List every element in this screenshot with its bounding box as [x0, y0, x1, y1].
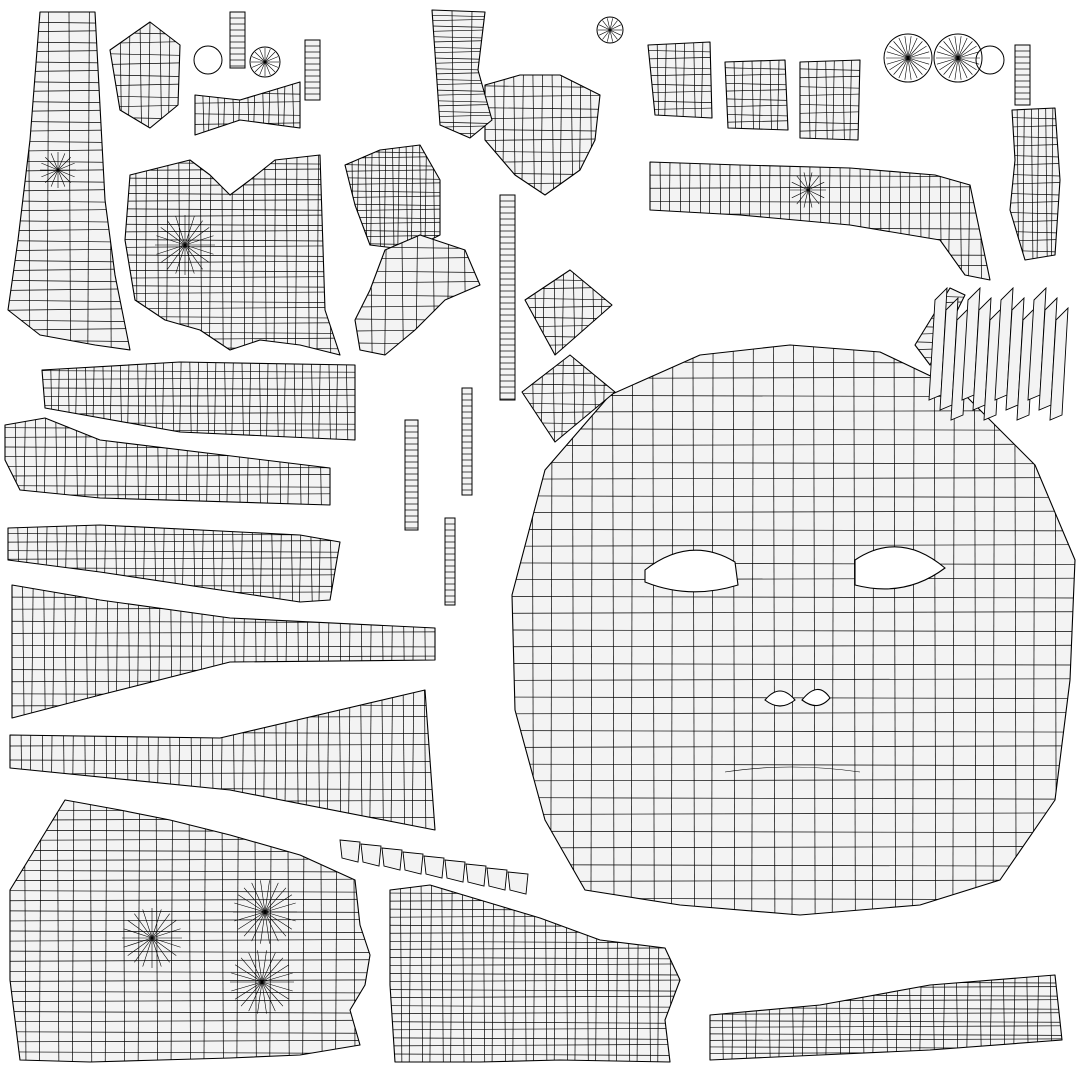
uv-strip-5	[1014, 44, 1031, 106]
uv-finger-9	[1016, 306, 1036, 421]
uv-toe-3	[381, 847, 403, 871]
pole-torso-b	[233, 880, 297, 944]
uv-disc-island-5	[193, 45, 223, 75]
uv-toe-1	[339, 839, 361, 863]
mouth-seam	[724, 766, 861, 773]
uv-island-fan-strip	[194, 81, 301, 136]
pole-torso-c	[230, 950, 294, 1014]
pole-disc-c	[251, 48, 279, 76]
uv-island-hand-right	[1009, 107, 1061, 261]
uv-island-forearm-4	[11, 584, 436, 719]
uv-island-square-1	[524, 269, 613, 356]
uv-finger-3	[950, 306, 970, 421]
uv-toe-2	[360, 843, 382, 867]
uv-disc-island-1	[883, 33, 933, 83]
uv-strip-1	[499, 194, 516, 401]
uv-island-shin-bottom	[709, 974, 1063, 1061]
uv-strip-7	[304, 39, 321, 101]
uv-disc-island-3	[249, 46, 281, 78]
uv-island-small-block-2	[724, 59, 789, 131]
uv-island-shoulder-block	[354, 234, 481, 356]
uv-strip-6	[229, 11, 246, 69]
uv-island-chest-front	[124, 154, 341, 356]
uv-strip-2	[404, 419, 419, 531]
nostril-left	[764, 690, 796, 707]
pole-torso-a	[122, 908, 182, 968]
pole-disc-d	[598, 18, 622, 42]
uv-toe-9	[507, 871, 529, 895]
uv-toe-4	[402, 851, 424, 875]
uv-strip-3	[444, 517, 456, 606]
uv-island-pelvis	[389, 884, 681, 1063]
uv-disc-island-4	[596, 16, 624, 44]
uv-island-shoulder-patch	[344, 144, 441, 251]
uv-island-small-block-3	[799, 59, 861, 141]
uv-island-arm-strip	[431, 9, 493, 139]
uv-toe-7	[465, 863, 487, 887]
uv-disc-island-2	[933, 33, 983, 83]
uv-disc-island-6	[975, 45, 1005, 75]
pole-sleeve	[790, 172, 826, 208]
uv-island-hand-top	[484, 74, 601, 196]
pole-chest	[155, 215, 215, 275]
eye-hole-right	[854, 546, 946, 590]
uv-finger-12	[1049, 306, 1069, 421]
uv-island-forearm-top	[41, 361, 356, 441]
uv-toe-5	[423, 855, 445, 879]
uv-island-forearm-3	[7, 524, 341, 603]
eye-hole-left	[644, 549, 739, 593]
uv-island-sleeve-right	[649, 161, 991, 281]
uv-island-torso-back	[9, 799, 371, 1063]
uv-island-small-block-1	[647, 41, 713, 119]
nostril-right	[801, 688, 831, 707]
pole-disc-a	[886, 36, 930, 80]
uv-island-face	[511, 344, 1076, 916]
uv-toe-6	[444, 859, 466, 883]
uv-strip-4	[461, 387, 473, 496]
uv-island-hand-block	[109, 21, 181, 129]
pole-disc-b	[936, 36, 980, 80]
pole-leg	[40, 152, 76, 188]
uv-toe-8	[486, 867, 508, 891]
uv-finger-6	[983, 306, 1003, 421]
